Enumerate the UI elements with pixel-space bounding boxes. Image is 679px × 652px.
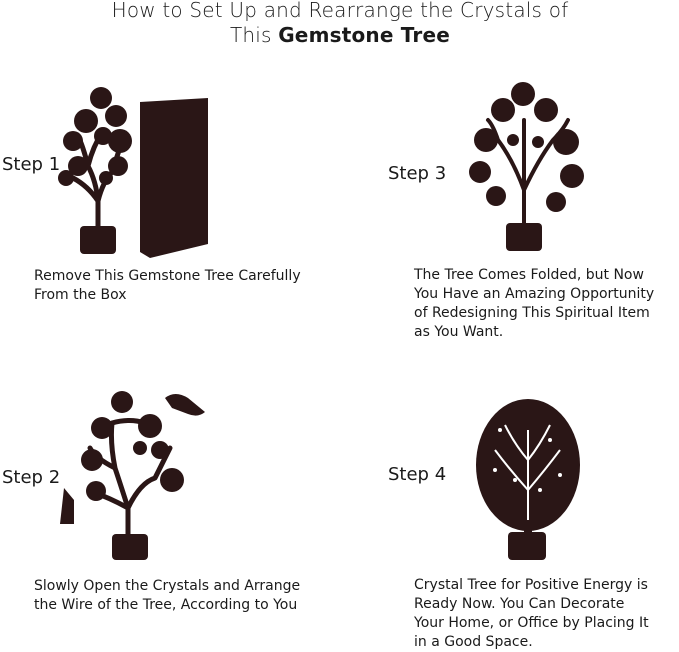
title-prefix: This (229, 23, 279, 47)
title-bold: Gemstone Tree (278, 23, 451, 47)
step-1-label: Step 1 (2, 154, 61, 175)
title-line-1: How to Set Up and Rearrange the Crystals… (111, 0, 569, 22)
page-title: How to Set Up and Rearrange the Crystals… (0, 0, 679, 48)
step-2-label: Step 2 (2, 467, 61, 488)
step-1-illustration (58, 87, 208, 258)
step-4-illustration (476, 399, 580, 560)
step-3-illustration (469, 82, 584, 251)
step-3-label: Step 3 (388, 163, 447, 184)
step-4-label: Step 4 (388, 464, 447, 485)
title-line-2: This Gemstone Tree (0, 23, 679, 48)
step-2-illustration (60, 391, 205, 560)
